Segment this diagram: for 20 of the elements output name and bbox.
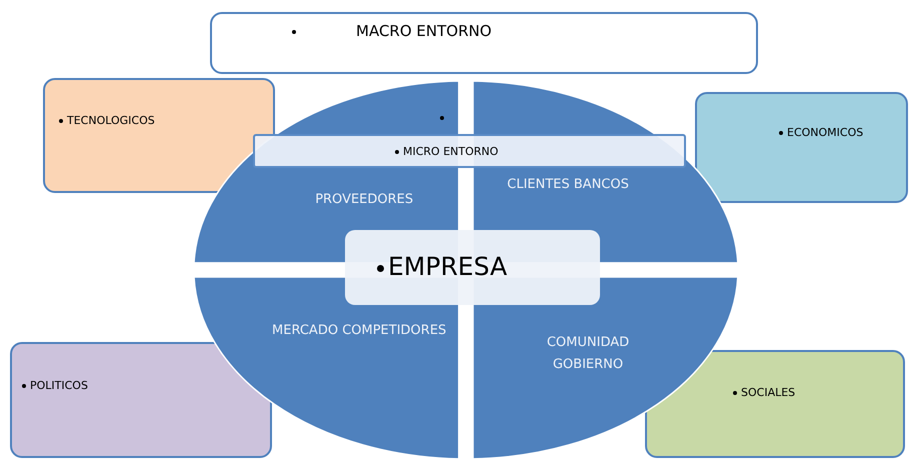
quadrant-sector: [194, 277, 459, 459]
box-label: MICRO ENTORNO: [403, 145, 498, 158]
factor-label: SOCIALES: [741, 386, 796, 399]
sector-label: COMUNIDAD GOBIERNO: [546, 334, 630, 374]
micro-band: [253, 134, 686, 168]
factor-label: MACRO ENTORNO: [356, 22, 492, 40]
header-box: [210, 12, 758, 74]
sector-label: CLIENTES BANCOS: [506, 176, 630, 194]
factor-label: TECNOLOGICOS: [67, 114, 155, 127]
factor-box: [645, 350, 905, 458]
factor-box: [10, 342, 272, 458]
box-label: EMPRESA: [388, 252, 508, 281]
factor-box: [43, 78, 275, 193]
sector-label: MERCADO COMPETIDORES: [271, 322, 448, 340]
quadrant-sector: [473, 277, 738, 459]
center-box: [345, 230, 600, 305]
factor-label: POLITICOS: [30, 379, 88, 392]
factor-box: [695, 92, 908, 203]
factor-label: ECONOMICOS: [787, 126, 864, 139]
sector-label: PROVEEDORES: [314, 191, 414, 210]
